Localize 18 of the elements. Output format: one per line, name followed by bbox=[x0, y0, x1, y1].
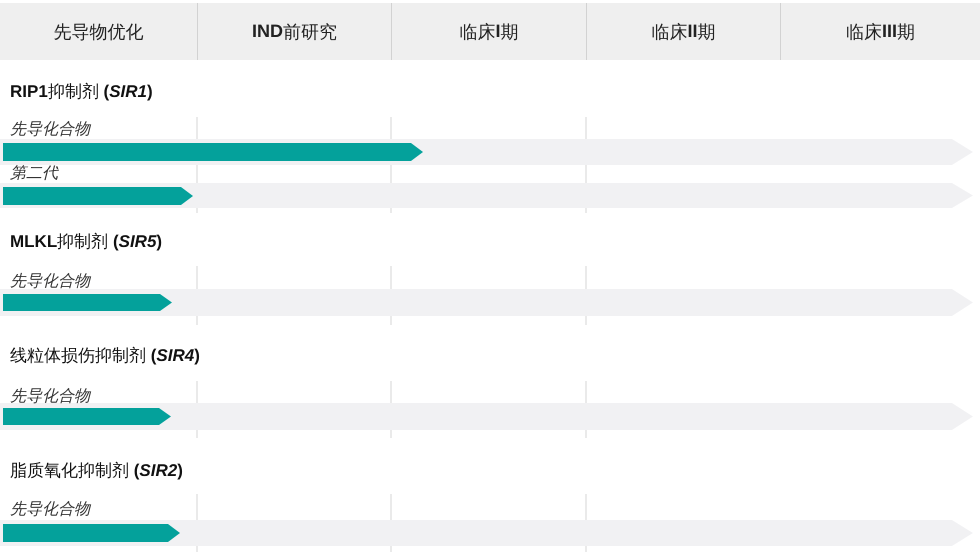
section-heading: 线粒体损伤抑制剂 (SIR4) bbox=[10, 346, 200, 366]
progress-arrow bbox=[3, 408, 171, 425]
progress-arrow bbox=[3, 524, 180, 542]
header-cell: 临床II期 bbox=[586, 3, 780, 60]
row-label: 先导化合物 bbox=[10, 500, 90, 520]
section-heading: MLKL抑制剂 (SIR5) bbox=[10, 232, 162, 252]
row-label: 先导化合物 bbox=[10, 387, 90, 407]
section-heading: 脂质氧化抑制剂 (SIR2) bbox=[10, 461, 183, 481]
progress-arrow bbox=[3, 186, 193, 204]
section-heading: RIP1抑制剂 (SIR1) bbox=[10, 82, 153, 102]
progress-arrow bbox=[3, 294, 172, 311]
header-cell: 临床I期 bbox=[391, 3, 586, 60]
row-label: 先导化合物 bbox=[10, 272, 90, 292]
header-cell: 先导物优化 bbox=[0, 3, 197, 60]
row-label: 第二代 bbox=[10, 164, 58, 184]
row-label: 先导化合物 bbox=[10, 120, 90, 140]
header-cell: 临床III期 bbox=[780, 3, 980, 60]
header-cell: IND前研究 bbox=[197, 3, 391, 60]
